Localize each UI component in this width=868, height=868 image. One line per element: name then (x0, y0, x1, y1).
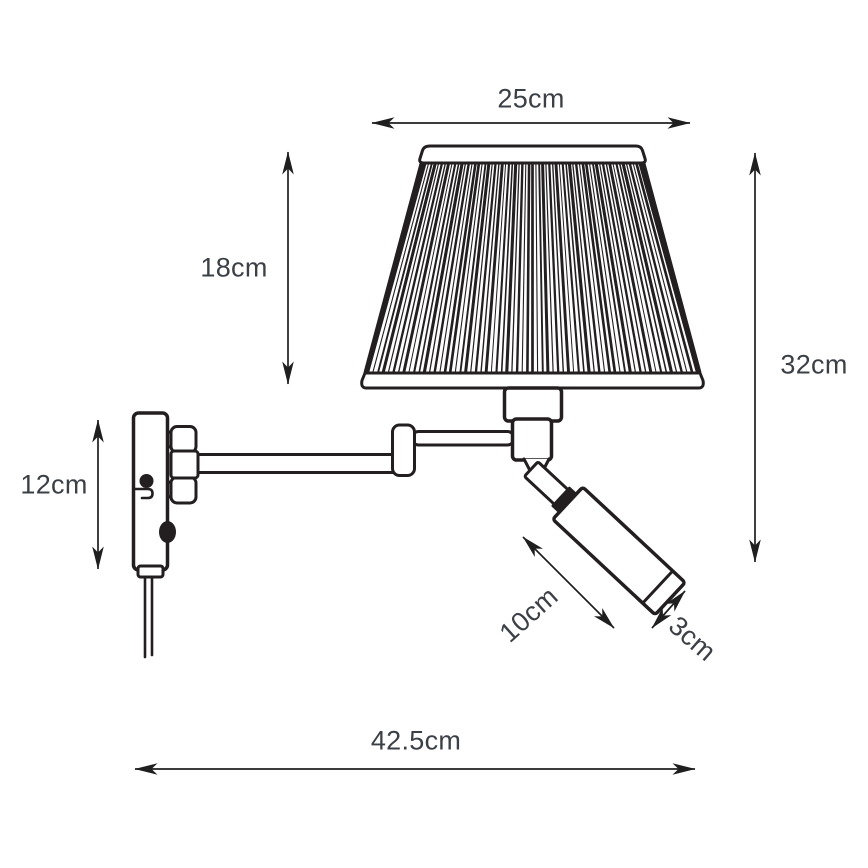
dim-label-wall-mount-height: 12cm (20, 469, 88, 500)
lamp-stem-upper-block (502, 386, 564, 423)
lampshade-side-edges (363, 160, 702, 375)
dim-label-total-height: 32cm (780, 349, 848, 380)
spot-collar (551, 486, 579, 515)
reading-spot-light (523, 461, 686, 616)
wall-hinge-bracket (169, 425, 200, 505)
wall-plate-cable-stub (136, 564, 165, 579)
dim-label-shade-top-width: 25cm (497, 83, 565, 114)
lampshade-pleats (366, 162, 699, 374)
power-cable (143, 576, 154, 659)
wall-plate-screw (139, 474, 154, 488)
dim-label-total-depth: 42.5cm (370, 725, 462, 756)
swing-arm-lower-bar (188, 453, 404, 474)
spot-body (552, 486, 686, 616)
dim-arrow-spot-diameter (651, 590, 686, 629)
wall-plate-switch (159, 521, 176, 543)
swing-arm-elbow-joint (391, 423, 416, 477)
lamp-stem-lower-block (510, 417, 554, 462)
wall-plate-slot (132, 487, 154, 500)
wall-mount-plate (131, 411, 170, 572)
spot-end-cap-line (642, 570, 674, 604)
dim-arrow-spot-length (522, 536, 615, 629)
dim-label-shade-height: 18cm (200, 252, 268, 283)
swing-arm-upper-bar (410, 430, 516, 447)
lampshade-bottom-ring (360, 371, 705, 390)
lampshade-top-ring (418, 144, 647, 165)
